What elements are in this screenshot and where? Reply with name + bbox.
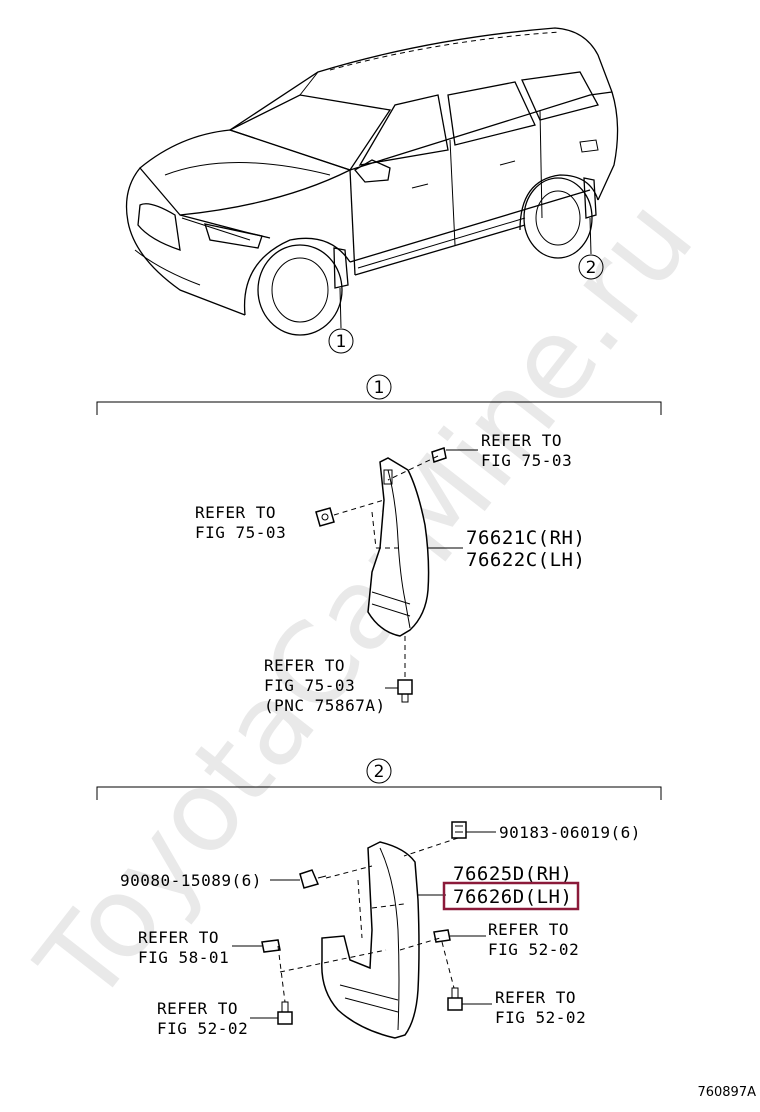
section-2-refer-left-top-line1: REFER TO [138, 928, 219, 947]
section-1-part-lh[interactable]: 76622C(LH) [466, 549, 585, 571]
rear-mudflap [321, 841, 420, 1039]
section-1-header: 1 [374, 378, 385, 398]
section-2-refer-right-bottom-line1: REFER TO [495, 988, 576, 1007]
clip-top [431, 447, 447, 463]
section-2-part-rh[interactable]: 76625D(RH) [453, 863, 572, 885]
nut-right [433, 929, 451, 943]
section-1-refer-bottom-line3: (PNC 75867A) [264, 696, 386, 715]
bolt-bottom [397, 679, 413, 703]
section-2-header: 2 [374, 762, 385, 782]
section-1-refer-top-line2: FIG 75-03 [481, 451, 572, 470]
section-1-bracket [96, 401, 662, 415]
section-2-refer-left-top-line2: FIG 58-01 [138, 948, 229, 967]
section-1-refer-top-line1: REFER TO [481, 431, 562, 450]
callout-circle-1 [328, 328, 354, 354]
section-2-refer-left-bottom-line2: FIG 52-02 [157, 1019, 248, 1038]
section-1-refer-bottom-line1: REFER TO [264, 656, 345, 675]
callout-2: 2 [586, 258, 597, 278]
section-1-refer-left-line2: FIG 75-03 [195, 523, 286, 542]
section-1-header-circle [366, 374, 392, 400]
clip-90183 [451, 821, 467, 839]
figure-code: 760897A [697, 1085, 756, 1100]
section-2-refer-right-bottom-line2: FIG 52-02 [495, 1008, 586, 1027]
section-1-refer-bottom-line2: FIG 75-03 [264, 676, 355, 695]
screw-90080 [299, 869, 327, 889]
nut-left [261, 939, 281, 953]
section-2-part-lh[interactable]: 76626D(LH) [453, 886, 572, 908]
section-2-refer-right-top-line2: FIG 52-02 [488, 940, 579, 959]
section-1-part-rh[interactable]: 76621C(RH) [466, 527, 585, 549]
section-2-header-circle [366, 758, 392, 784]
section-2-screw-part[interactable]: 90080-15089(6) [120, 871, 262, 890]
section-2-refer-right-top-line1: REFER TO [488, 920, 569, 939]
vehicle-illustration [125, 27, 619, 336]
highlight-box [442, 881, 580, 911]
bolt-left [277, 1001, 293, 1025]
bolt-right [447, 987, 463, 1011]
section-2-clip-part[interactable]: 90183-06019(6) [499, 823, 641, 842]
callout-1: 1 [336, 332, 347, 352]
section-1: 1 [96, 374, 662, 703]
section-2-bracket [96, 786, 662, 800]
watermark: ToyotaCarMine.ru [13, 176, 718, 1028]
section-1-refer-left-line1: REFER TO [195, 503, 276, 522]
callout-circle-2 [578, 254, 604, 280]
screw-left [315, 507, 335, 527]
section-2: 2 [96, 758, 662, 1039]
section-2-refer-left-bottom-line1: REFER TO [157, 999, 238, 1018]
